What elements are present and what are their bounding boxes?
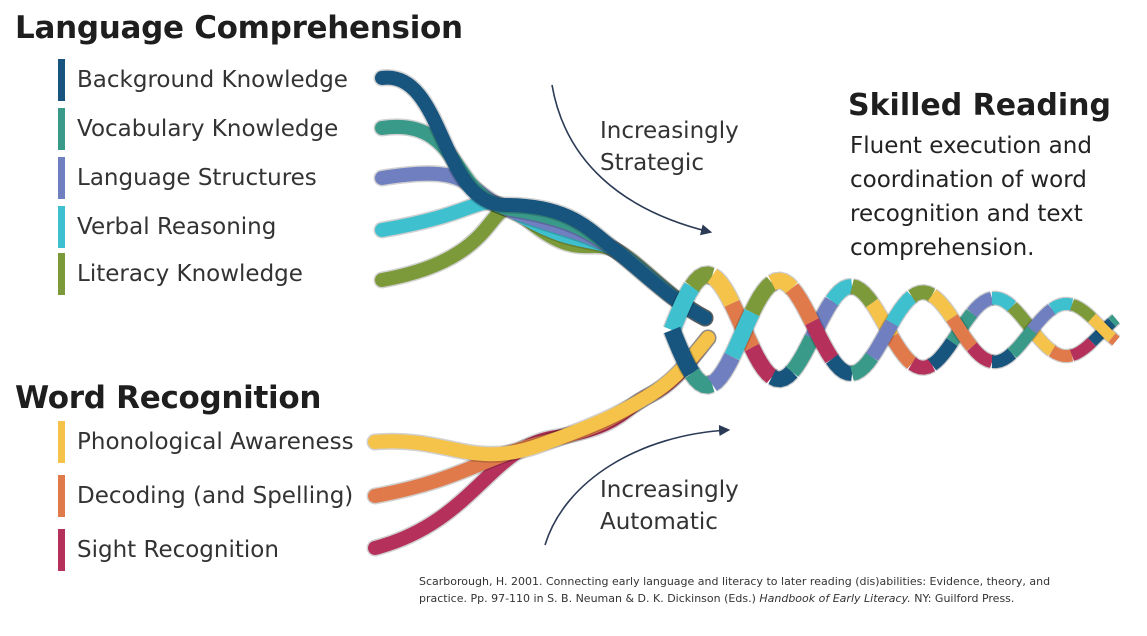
braid-segment [1048, 298, 1074, 315]
citation-line2: practice. Pp. 97-110 in S. B. Neuman & D… [419, 590, 1109, 607]
braid-segment [768, 366, 798, 388]
braid-segment [967, 292, 994, 318]
braid-segment [1048, 345, 1074, 362]
word-recognition-strands [366, 329, 717, 557]
citation-line2-post: NY: Guilford Press. [910, 592, 1015, 605]
braid-segment [744, 277, 778, 316]
color-bar [58, 108, 65, 150]
item-label: Sight Recognition [77, 537, 279, 563]
item-label: Verbal Reasoning [77, 214, 277, 240]
language-structures-strand-edge [373, 165, 714, 327]
automatic-label-line1: Increasingly [600, 477, 739, 503]
strategic-label: Increasingly Strategic [600, 115, 739, 179]
color-bar [58, 157, 65, 199]
desc-line-3: recognition and text [850, 201, 1083, 227]
braid-segment [850, 279, 878, 308]
color-bar [58, 529, 65, 571]
braid-segment [785, 283, 819, 326]
wr-item-decoding: Decoding (and Spelling) [58, 475, 353, 517]
braided-rope [662, 265, 1121, 395]
lc-item-language-structures: Language Structures [58, 157, 317, 199]
item-label: Literacy Knowledge [77, 261, 303, 287]
item-label: Phonological Awareness [77, 429, 354, 455]
citation-book-title: Handbook of Early Literacy. [759, 592, 911, 605]
braid-segment [927, 338, 958, 371]
skilled-reading-title: Skilled Reading [848, 88, 1111, 123]
braid-segment [1108, 333, 1120, 346]
strategic-label-line2: Strategic [600, 150, 704, 176]
automatic-label-line2: Automatic [600, 509, 718, 535]
strategic-label-line1: Increasingly [600, 118, 739, 144]
item-label: Background Knowledge [77, 67, 348, 93]
decoding-strand [368, 331, 715, 503]
braid-segment [908, 357, 936, 375]
color-bar [58, 253, 65, 295]
braid-segment [885, 333, 917, 369]
braid-segment [1027, 304, 1056, 334]
word-recognition-title: Word Recognition [15, 380, 322, 416]
item-label: Decoding (and Spelling) [77, 483, 354, 509]
color-bar [58, 421, 65, 463]
language-comprehension-title: Language Comprehension [15, 10, 463, 46]
braid-segment [1007, 326, 1037, 358]
braid-segment [991, 348, 1017, 369]
braid-segment [885, 291, 917, 327]
braid-segment [991, 291, 1017, 312]
desc-line-4: comprehension. [850, 235, 1035, 261]
language-comprehension-strands [373, 69, 714, 327]
desc-line-2: coordination of word [850, 167, 1087, 193]
lc-item-background-knowledge: Background Knowledge [58, 59, 348, 101]
automatic-arrow [544, 424, 731, 546]
item-label: Vocabulary Knowledge [77, 116, 339, 142]
strategic-arrow [551, 84, 713, 236]
braid-segment [685, 266, 715, 292]
braid-segment [1070, 337, 1096, 361]
citation: Scarborough, H. 2001. Connecting early l… [419, 573, 1109, 607]
braid-segment [664, 282, 700, 334]
item-label: Language Structures [77, 165, 317, 191]
lc-item-verbal-reasoning: Verbal Reasoning [58, 206, 276, 248]
braid-segment [685, 368, 715, 394]
background-knowledge-strand [375, 70, 712, 325]
braid-segment [866, 319, 899, 361]
phonological-awareness-strand [368, 331, 715, 462]
braid-segment [967, 342, 994, 368]
wr-item-sight-recognition: Sight Recognition [58, 529, 279, 571]
skilled-reading-description: Fluent execution and coordination of wor… [850, 129, 1120, 265]
braid-segment [908, 285, 936, 303]
braid-segment [744, 344, 778, 383]
braid-segment [768, 272, 798, 294]
braid-segment [826, 279, 853, 306]
braid-segment [805, 318, 839, 364]
automatic-label: Increasingly Automatic [600, 474, 739, 538]
citation-line1: Scarborough, H. 2001. Connecting early l… [419, 575, 1051, 588]
citation-line2-pre: practice. Pp. 97-110 in S. B. Neuman & D… [419, 592, 760, 605]
lc-item-vocabulary-knowledge: Vocabulary Knowledge [58, 108, 338, 150]
braid-segment [664, 326, 700, 378]
braid-segment [785, 334, 819, 377]
language-structures-strand [375, 166, 712, 325]
braid-segment [850, 352, 878, 381]
braid-segment [724, 308, 760, 361]
color-bar [58, 475, 65, 517]
braid-segment [1088, 313, 1116, 342]
desc-line-1: Fluent execution and [850, 133, 1092, 159]
braid-segment [927, 289, 958, 322]
braid-segment [946, 314, 978, 351]
braid-segment [1108, 314, 1120, 327]
braid-segment [707, 269, 740, 308]
braid-segment [826, 354, 853, 381]
color-bar [58, 206, 65, 248]
lc-item-literacy-knowledge: Literacy Knowledge [58, 253, 303, 295]
wr-item-phonological-awareness: Phonological Awareness [58, 421, 354, 463]
braid-segment [707, 352, 740, 391]
braid-segment [1070, 299, 1096, 323]
decoding-strand-edge [366, 329, 717, 505]
color-bar [58, 59, 65, 101]
